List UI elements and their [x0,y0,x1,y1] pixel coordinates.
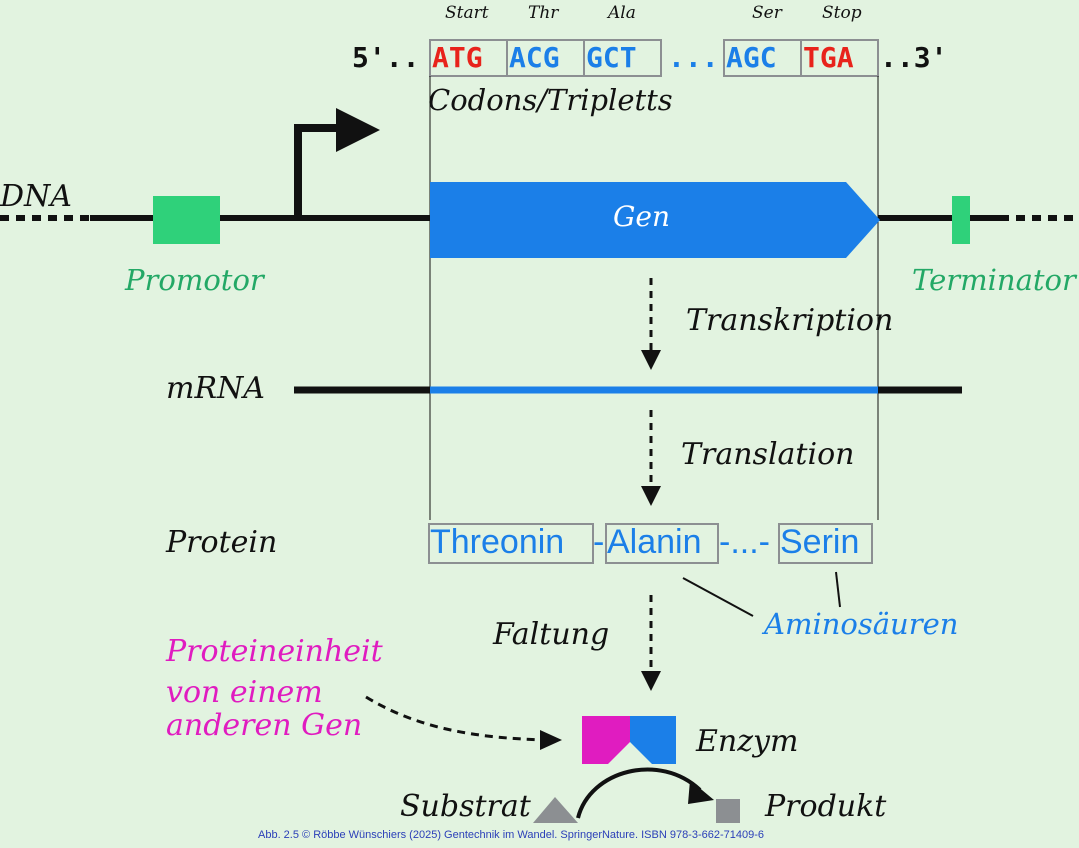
transcription-arrow-head [641,350,661,370]
aa-threonin: Threonin [430,523,565,561]
codon-box-ala [583,39,662,77]
codon-tga: TGA [803,41,854,74]
product-label: Produkt [765,789,887,824]
sequence-gap: ... [668,41,719,74]
codon-agc: AGC [726,41,777,74]
codon-label-ala: Ala [608,3,636,23]
translation-arrow-head [641,486,661,506]
codon-label-start: Start [445,3,489,23]
subunit-dashed-arrow [365,695,546,742]
substrate-triangle [533,797,578,823]
aa-box-serin [778,523,873,564]
translation-label: Translation [681,437,855,472]
folding-label: Faltung [493,617,610,652]
terminator-box [952,196,970,244]
tss-arrowhead [336,108,380,152]
aa-separator-2: -...- [719,523,770,561]
reaction-arrowhead [688,780,714,804]
aa-serin: Serin [780,523,860,561]
three-prime-end: ..3' [880,41,948,74]
folding-arrow-head [641,671,661,691]
aa-separator-1: - [593,523,605,561]
aa-box-alanin [605,523,719,564]
aa-alanin: Alanin [607,523,702,561]
aa-box-threonin [428,523,594,564]
tss-bent-line [294,124,340,218]
transcription-label: Transkription [686,303,894,338]
codon-label-ser: Ser [752,3,782,23]
subunit-label-line-1: Proteineinheit [166,634,383,669]
credit-line: Abb. 2.5 © Röbbe Wünschiers (2025) Gente… [258,829,765,841]
terminator-label: Terminator [912,263,1076,297]
subunit-label-line-3: anderen Gen [166,708,363,743]
enzyme-label: Enzym [696,724,799,759]
substrate-label: Substrat [400,789,531,824]
gene-arrow [430,182,880,258]
protein-label: Protein [166,525,278,560]
amino-pointer-alanin [682,577,754,617]
codon-acg: ACG [509,41,560,74]
promoter-label: Promotor [125,263,264,297]
codon-label-thr: Thr [528,3,559,23]
product-square [716,799,740,823]
enzyme-shape [582,716,676,764]
mrna-label: mRNA [166,371,265,406]
gene-label: Gen [613,200,670,233]
dna-label: DNA [0,179,72,214]
enzyme-blue-subunit [630,716,676,764]
promoter-box [153,196,220,244]
codon-label-stop: Stop [822,3,862,23]
codon-boxes [429,39,879,77]
reaction-arrow-curve [576,767,702,819]
enzyme-magenta-subunit [582,716,630,764]
codon-gct: GCT [586,41,637,74]
five-prime-end: 5'.. [352,41,420,74]
codon-atg: ATG [432,41,483,74]
transcription-start-arrow [294,108,380,218]
codons-label: Codons/Tripletts [428,83,673,117]
amino-acid-boxes [428,523,873,564]
amino-acids-label: Aminosäuren [764,607,959,641]
amino-pointer-serin [835,571,841,608]
codon-box-stop [800,39,879,77]
subunit-label-line-2: von einem [166,675,323,710]
subunit-arrowhead [540,730,562,750]
